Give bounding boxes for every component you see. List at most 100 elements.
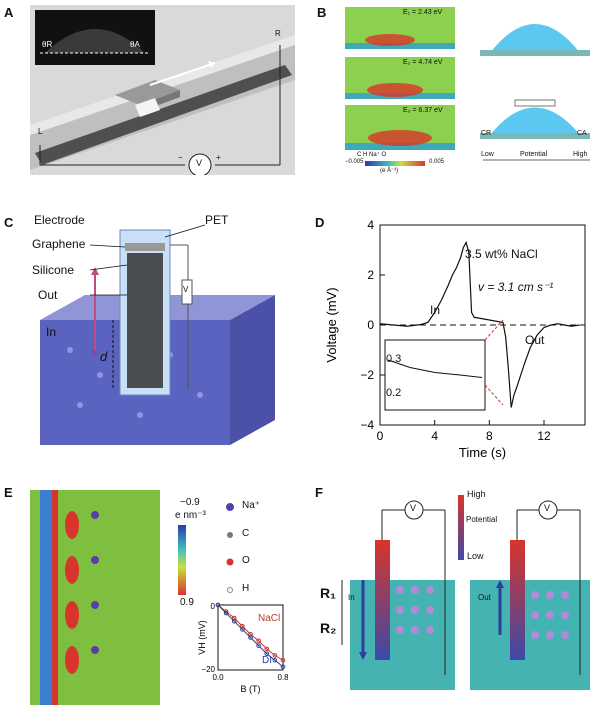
inset-x-title: B (T)	[241, 684, 261, 694]
velocity-annotation: v = 3.1 cm s⁻¹	[478, 280, 554, 294]
panel-d-label: D	[315, 215, 325, 230]
panel-b-atom-legend: C H Na⁺ O	[357, 151, 386, 158]
theta-a-label: θA	[130, 40, 140, 49]
y-tick-label: −4	[360, 418, 374, 432]
inset-x-tick: 0.8	[277, 673, 288, 682]
y-tick-label: 4	[367, 218, 374, 232]
x-axis-title: Time (s)	[459, 445, 506, 460]
r1-label: R₁	[320, 585, 336, 601]
data-point-di	[248, 635, 253, 640]
in-arrow-label: In	[348, 593, 355, 602]
panel-a-illustration	[30, 5, 295, 177]
panel-e-illustration	[30, 490, 234, 705]
data-point-nacl	[256, 638, 261, 644]
voltmeter-plus: +	[216, 153, 221, 162]
legend-c: C	[357, 152, 362, 158]
y-tick-label: 0	[367, 318, 374, 332]
depth-label: d	[100, 349, 108, 364]
voltage-trace	[379, 240, 580, 408]
in-label: In	[46, 325, 57, 339]
receding-contact-label: CR	[481, 130, 492, 137]
colorbar-unit: (e Å⁻³)	[380, 168, 399, 174]
concentration-annotation: 3.5 wt% NaCl	[465, 247, 538, 261]
voltmeter-f-left: V	[410, 503, 417, 513]
legend-h: H	[363, 152, 368, 158]
out-label: Out	[38, 288, 58, 302]
left-electrode-label: L	[38, 127, 43, 136]
graphene-label: Graphene	[32, 237, 86, 251]
inset-x-tick: 0.0	[212, 673, 224, 682]
out-arrow-label: Out	[478, 593, 491, 602]
voltmeter-f-right: V	[544, 503, 551, 513]
panel-f: F High Potentia	[315, 485, 595, 710]
cbar-top-label: −0.9	[180, 497, 200, 508]
x-tick-label: 0	[377, 429, 384, 443]
series-line-nacl	[217, 604, 284, 661]
inset-bottom-tick: 0.2	[386, 387, 402, 399]
data-point-di	[256, 643, 261, 648]
y-tick-label: 2	[367, 268, 374, 282]
data-point-di	[264, 651, 270, 657]
inset-frame	[384, 339, 486, 411]
inset-trace	[387, 359, 483, 378]
panel-b-illustration	[345, 7, 590, 166]
x-tick-label: 4	[431, 429, 438, 443]
voltmeter-minus: −	[178, 153, 183, 162]
hall-voltage-chart: 0 −200.0 0.8 B (T) VH (mV)	[198, 602, 288, 694]
data-point-di	[223, 610, 229, 616]
data-point-di	[280, 664, 286, 670]
data-point-di	[215, 602, 221, 608]
potential-title-f: Potential	[466, 515, 498, 524]
data-point-nacl	[272, 653, 278, 658]
y-axis-title: Voltage (mV)	[324, 287, 339, 362]
cbar-bottom-label: 0.9	[180, 597, 194, 608]
energy-1-label: E₁ = 2.43 eV	[403, 9, 443, 16]
y-tick-label: −2	[360, 368, 374, 382]
x-tick-label: 12	[537, 429, 551, 443]
right-electrode-label: R	[275, 29, 281, 38]
colorbar-min: −0.005	[345, 159, 364, 165]
cbar-unit-label: e nm⁻³	[175, 510, 206, 521]
panel-c-illustration	[40, 224, 275, 445]
silicone-label: Silicone	[32, 263, 75, 277]
potential-low-f: Low	[467, 551, 484, 561]
legend-h-e: H	[242, 583, 250, 594]
panel-c: C Electrode PET Graphene Silicone Out In…	[4, 213, 280, 455]
potential-axis: Potential	[520, 151, 548, 158]
panel-e-label: E	[4, 485, 13, 500]
panel-f-illustration	[341, 495, 590, 690]
pet-label: PET	[205, 213, 229, 227]
advancing-contact-label: CA	[577, 130, 587, 137]
energy-3-label: E₃ = 6.37 eV	[403, 107, 443, 114]
potential-high-f: High	[467, 489, 486, 499]
data-point-di	[240, 627, 245, 632]
data-point-di	[231, 618, 237, 624]
panel-f-label: F	[315, 485, 323, 500]
inset-y-title: VH (mV)	[198, 620, 207, 655]
x-tick-label: 8	[486, 429, 493, 443]
panel-b: B E₁ = 2.43 eV E₂ = 4.74 eV E₃ = 6.37 eV…	[317, 5, 595, 175]
panel-a-label: A	[4, 5, 14, 20]
inset-y-tick: −20	[201, 665, 215, 674]
voltmeter-symbol: V	[196, 158, 203, 168]
legend-c-e: C	[242, 528, 250, 539]
inset-plot-frame	[217, 604, 284, 671]
panel-c-label: C	[4, 215, 14, 230]
in-signal-label: In	[430, 303, 441, 317]
di-series-label: DI	[262, 655, 272, 666]
panel-a: A θR θA L R V − +	[4, 5, 295, 177]
data-point-nacl	[280, 657, 286, 663]
nacl-series-label: NaCl	[258, 613, 281, 624]
legend-na: Na⁺	[369, 152, 380, 158]
r2-label: R₂	[320, 620, 337, 636]
inset-connector	[484, 384, 504, 406]
theta-r-label: θR	[42, 40, 53, 49]
data-point-nacl	[264, 646, 270, 652]
energy-2-label: E₂ = 4.74 eV	[403, 59, 443, 66]
out-signal-label: Out	[525, 333, 545, 347]
colorbar-max: 0.005	[429, 159, 445, 165]
inset-y-tick: 0	[211, 602, 216, 611]
